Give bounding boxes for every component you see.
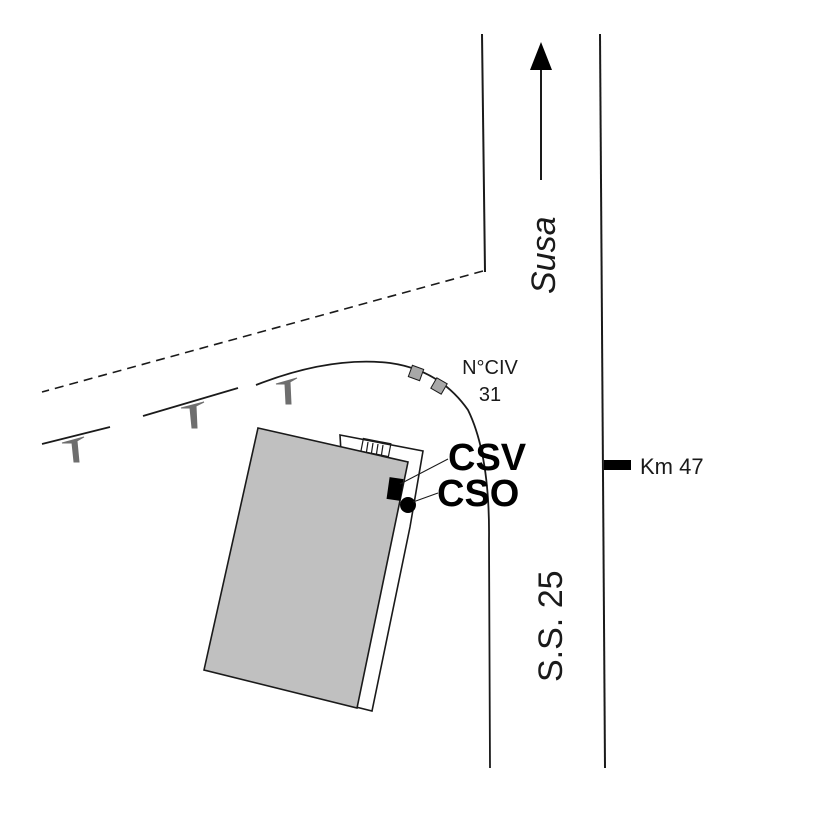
tree-icon [180, 401, 205, 429]
csv-leader-line [399, 458, 449, 485]
tree-icon [275, 377, 298, 405]
house-number-value: 31 [479, 384, 501, 406]
dashed-property-line [41, 270, 484, 393]
csv-marker-icon [386, 477, 404, 501]
csv-label: CSV [448, 437, 527, 479]
tree-icon [61, 436, 85, 463]
north-arrow-icon [530, 42, 552, 70]
gate-pillar [430, 377, 448, 395]
house-number-label: N°CIV [462, 357, 518, 379]
km-marker-icon [604, 460, 631, 470]
gate-pillar [407, 364, 425, 382]
road-left-edge [481, 33, 486, 273]
cso-marker-icon [400, 497, 416, 513]
direction-label: Susa [525, 217, 563, 295]
cso-leader-line [412, 492, 439, 503]
path-segment-1 [41, 426, 111, 445]
building [203, 427, 409, 709]
road-right-edge [599, 33, 606, 769]
road-label: S.S. 25 [532, 570, 570, 682]
cso-label: CSO [437, 473, 519, 515]
path-segment-2 [142, 387, 239, 417]
km-label: Km 47 [640, 454, 704, 479]
